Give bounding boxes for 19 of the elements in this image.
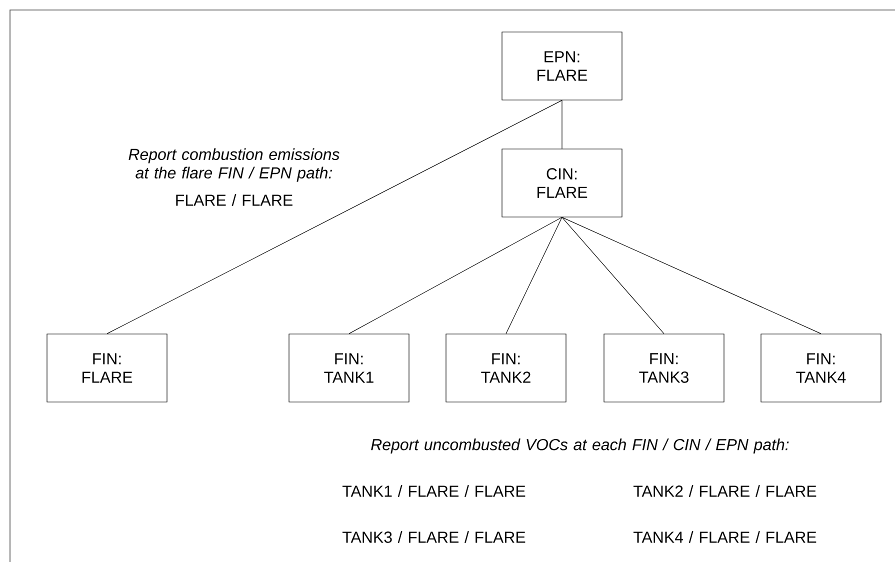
node-box: CIN: FLARE <box>502 148 622 218</box>
note-text: Report uncombusted VOCs at each FIN / CIN / EPN path: <box>371 438 789 454</box>
connector-line <box>348 217 562 334</box>
connector-line <box>562 217 664 334</box>
node-box: EPN: FLARE <box>502 32 622 100</box>
node-box: FIN: TANK3 <box>604 334 724 402</box>
node-box: FIN: TANK1 <box>288 334 410 402</box>
note-text: TANK2 / FLARE / FLARE <box>634 485 816 497</box>
connector-line <box>562 217 822 334</box>
connector-line <box>106 100 562 334</box>
note-text: TANK1 / FLARE / FLARE <box>342 485 526 497</box>
note-text: Report combustion emissions at the flare FIN / EPN path: <box>128 148 340 182</box>
note-text: TANK3 / FLARE / FLARE <box>342 531 526 543</box>
note-text: TANK4 / FLARE / FLARE <box>634 531 816 543</box>
node-box: FIN: FLARE <box>46 334 168 402</box>
connector-line <box>506 217 562 334</box>
note-text: FLARE / FLARE <box>176 194 292 206</box>
node-box: FIN: TANK2 <box>446 334 566 402</box>
node-box: FIN: TANK4 <box>760 334 882 402</box>
